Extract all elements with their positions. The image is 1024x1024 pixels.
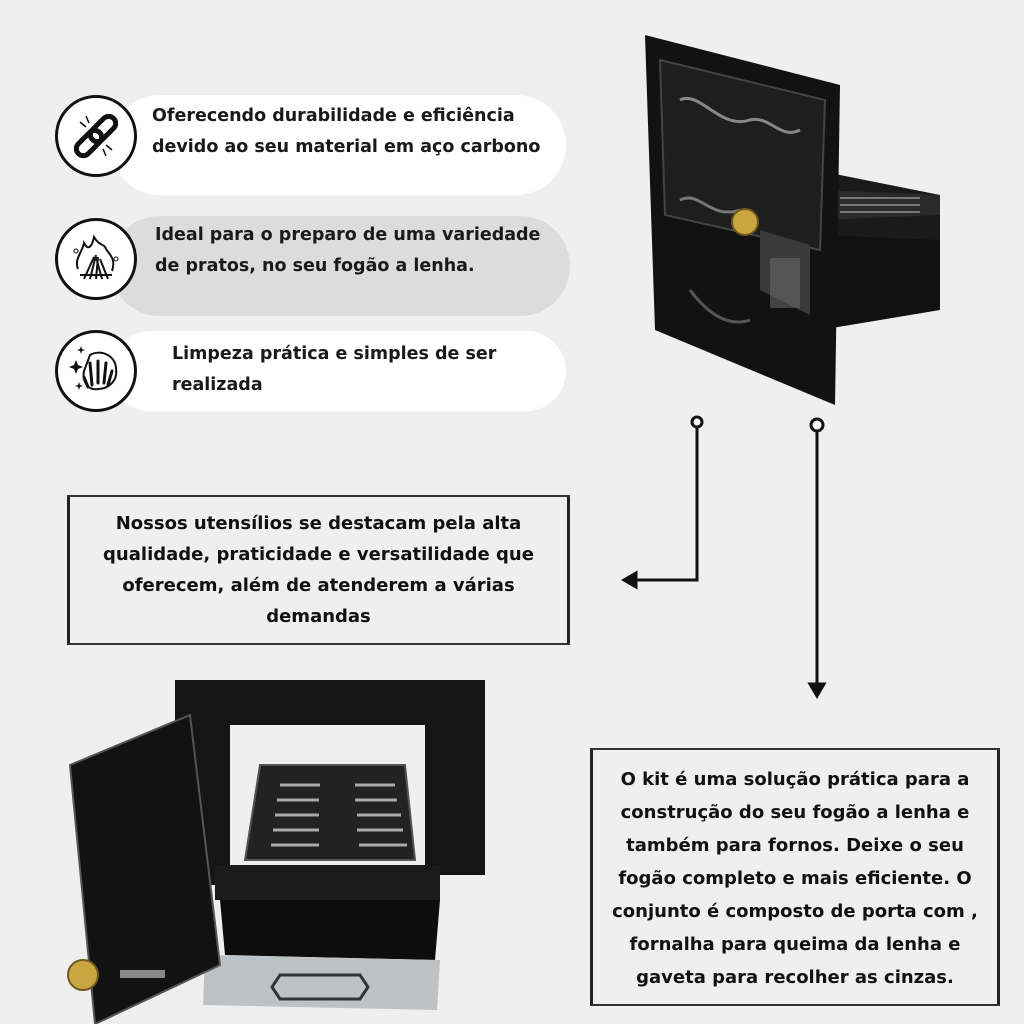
product-photo-door-closed	[645, 35, 940, 405]
kit-text: O kit é uma solução prática para a const…	[612, 769, 978, 988]
feature-pill-versatility: Ideal para o preparo de uma variedade de…	[110, 216, 570, 316]
feature-text: Limpeza prática e simples de ser realiza…	[172, 344, 497, 395]
cleaning-hand-icon	[55, 330, 137, 412]
bracket-right	[567, 495, 570, 645]
bracket-left	[590, 748, 593, 1006]
quality-text: Nossos utensílios se destacam pela alta …	[103, 513, 534, 627]
feature-text: Oferecendo durabilidade e eficiência dev…	[152, 106, 541, 157]
kit-description-callout: O kit é uma solução prática para a const…	[590, 748, 1000, 1006]
bracket-top	[590, 748, 1000, 750]
feature-text: Ideal para o preparo de uma variedade de…	[155, 225, 541, 276]
bracket-right	[997, 748, 1000, 1006]
bracket-bottom	[67, 643, 570, 645]
campfire-icon	[55, 218, 137, 300]
quality-callout: Nossos utensílios se destacam pela alta …	[67, 495, 570, 645]
bracket-top	[67, 495, 570, 497]
broken-chain-icon	[55, 95, 137, 177]
bracket-bottom	[590, 1004, 1000, 1006]
feature-pill-durability: Oferecendo durabilidade e eficiência dev…	[110, 95, 566, 195]
product-photo-door-open	[67, 680, 485, 1024]
bracket-left	[67, 495, 70, 645]
arrow-to-kit	[807, 417, 827, 699]
feature-pill-cleaning: Limpeza prática e simples de ser realiza…	[110, 331, 566, 411]
arrow-to-quality	[621, 415, 704, 590]
